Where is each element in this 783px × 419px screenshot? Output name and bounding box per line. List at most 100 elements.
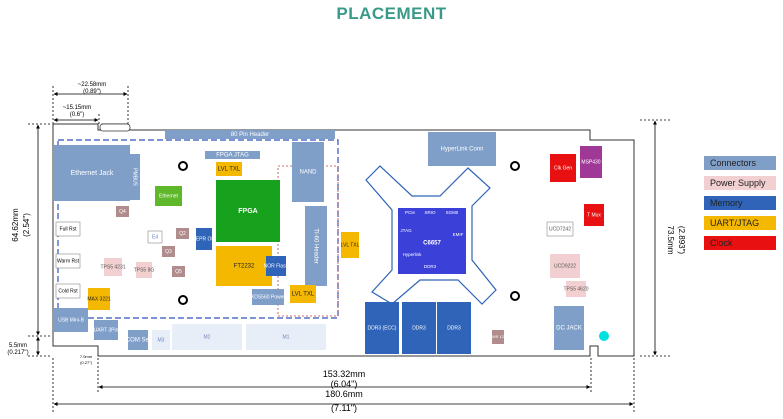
dimension-label: 180.6mm [325, 389, 363, 399]
legend-item: Power Supply [704, 176, 776, 190]
component-com-sel: COM Sel [126, 330, 150, 350]
component-lvl-txl-2: LVL TXL [341, 232, 360, 258]
component-nor: NOR Flash [264, 256, 289, 276]
component-q2: Q2 [176, 228, 189, 239]
component-label: T Mux [587, 212, 601, 218]
component-label: Q4 [119, 209, 126, 215]
component-cold-rst: Cold Rst [55, 283, 81, 299]
dimension-label: 5.5mm [9, 343, 27, 349]
dimension-label: (2.54") [22, 213, 31, 237]
dsp-port-label: SRIO [424, 210, 436, 215]
component-label: LVL TXL [218, 167, 241, 173]
component-label: Ethernet Jack [71, 170, 114, 177]
component-warm-rst: Warm Rst [55, 253, 81, 269]
component-ti60: TI-60 Header [305, 206, 327, 286]
component-ft2232: FT2232 [216, 246, 272, 286]
dimension-lines [28, 86, 670, 412]
component-label: NAND [299, 170, 317, 176]
component-label: PMBUS [132, 168, 138, 186]
dimension-label: 153.32mm [323, 369, 366, 379]
component-eeprom: EEPR OM [192, 228, 216, 250]
component-label: UART 3Pin [94, 327, 119, 333]
component-c6657: C6657 [398, 208, 466, 274]
dsp-port-label: JTAG [400, 228, 412, 233]
component-q5: Q5 [172, 266, 185, 277]
dimension-label: 64.62mm [11, 208, 20, 242]
component-label: TPS5 8G [134, 267, 155, 273]
component-label: PWR 12V [489, 334, 507, 339]
component-label: DDR3 (ECC) [368, 325, 397, 331]
dsp-port-label: EMIF [453, 232, 464, 237]
dimension-label: (0.27") [80, 360, 93, 365]
dsp-port-label: DDR3 [424, 264, 437, 269]
component-q4: Q4 [116, 206, 129, 217]
component-label: C6657 [423, 241, 441, 247]
component-ucd9222: UCD9222 [550, 254, 580, 278]
component-xds560: XDS560 Power [251, 289, 286, 305]
dimension-label: ~22.58mm [78, 82, 107, 88]
component-label: M1 [283, 334, 290, 340]
component-label: Q3 [165, 249, 172, 255]
component-ddr3-ecc: DDR3 (ECC) [365, 302, 399, 354]
component-label: EEPR OM [192, 236, 215, 242]
component-sw3: M1 [246, 324, 326, 350]
component-label: DDR3 [412, 325, 426, 331]
component-label: UCD7242 [549, 226, 571, 232]
dimension-label: (7.11") [331, 403, 357, 413]
component-label: DC JACK [556, 326, 582, 332]
component-label: Warm Rst [57, 258, 80, 264]
component-e4: E4 [147, 230, 163, 244]
page-title: PLACEMENT [336, 4, 447, 23]
dsp-port-label: SGMII [446, 210, 459, 215]
component-label: DDR3 [447, 325, 461, 331]
component-tps2: TPS5 8G [134, 262, 155, 278]
component-fpga: FPGA [216, 180, 280, 242]
component-label: E4 [152, 234, 158, 240]
dsp-port-label: PCIe [405, 210, 416, 215]
component-sw2: M2 [172, 324, 242, 350]
component-label: COM Sel [126, 338, 150, 344]
component-label: Q5 [175, 269, 182, 275]
component-ucd7242: UCD7242 [546, 221, 574, 237]
component-q3: Q3 [162, 246, 175, 257]
dimension-label: 7.0mm [80, 354, 93, 359]
legend-item: Memory [704, 196, 776, 210]
dimension-label: (0.217") [7, 350, 28, 356]
component-label: MSP430 [581, 159, 600, 165]
component-fpga-jtag: FPGA JTAG [205, 151, 260, 159]
component-label: Clk Gen [554, 165, 572, 171]
legend-item: UART/JTAG [704, 216, 776, 230]
component-label: FT2232 [234, 264, 255, 270]
component-hyperlink-conn: HyperLink Conn [428, 132, 496, 166]
component-label: M2 [204, 334, 211, 340]
component-label: XDS560 Power [251, 294, 286, 300]
component-label: FPGA [238, 208, 257, 215]
component-sw1: M3 [152, 330, 170, 350]
legend-item: Clock [704, 236, 776, 250]
component-label: FPGA JTAG [216, 153, 249, 159]
component-label: 80 Pin Header [231, 132, 269, 138]
component-tps1: TPS5 4231 [100, 258, 126, 276]
component-ethernet: Ethernet [155, 186, 182, 206]
component-label: LVL TXL [292, 292, 315, 298]
component-label: M3 [158, 337, 165, 343]
component-label: LVL TXL [341, 242, 360, 248]
dimension-label: (2.893") [677, 226, 686, 255]
dimension-label: ~15.15mm [63, 105, 92, 111]
component-ddr3-1: DDR3 [402, 302, 436, 354]
component-lvl-txl-1: LVL TXL [216, 162, 242, 176]
component-tmux: T Mux [584, 204, 604, 226]
component-full-rst: Full Rst [55, 221, 81, 237]
component-msp430: MSP430 [580, 146, 602, 178]
component-pwr-small: PWR 12V [489, 330, 507, 344]
mounting-holes [178, 161, 520, 305]
component-label: Full Rst [60, 226, 78, 232]
component-lvl-txl-3: LVL TXL [290, 285, 316, 303]
led-indicator [599, 331, 609, 341]
fpga-region [57, 139, 339, 319]
component-label: Q2 [179, 231, 186, 237]
component-label: TPS5 4231 [100, 264, 125, 270]
dsp-port-label: Hyperlink [403, 252, 423, 257]
component-label: UCD9222 [554, 263, 576, 269]
